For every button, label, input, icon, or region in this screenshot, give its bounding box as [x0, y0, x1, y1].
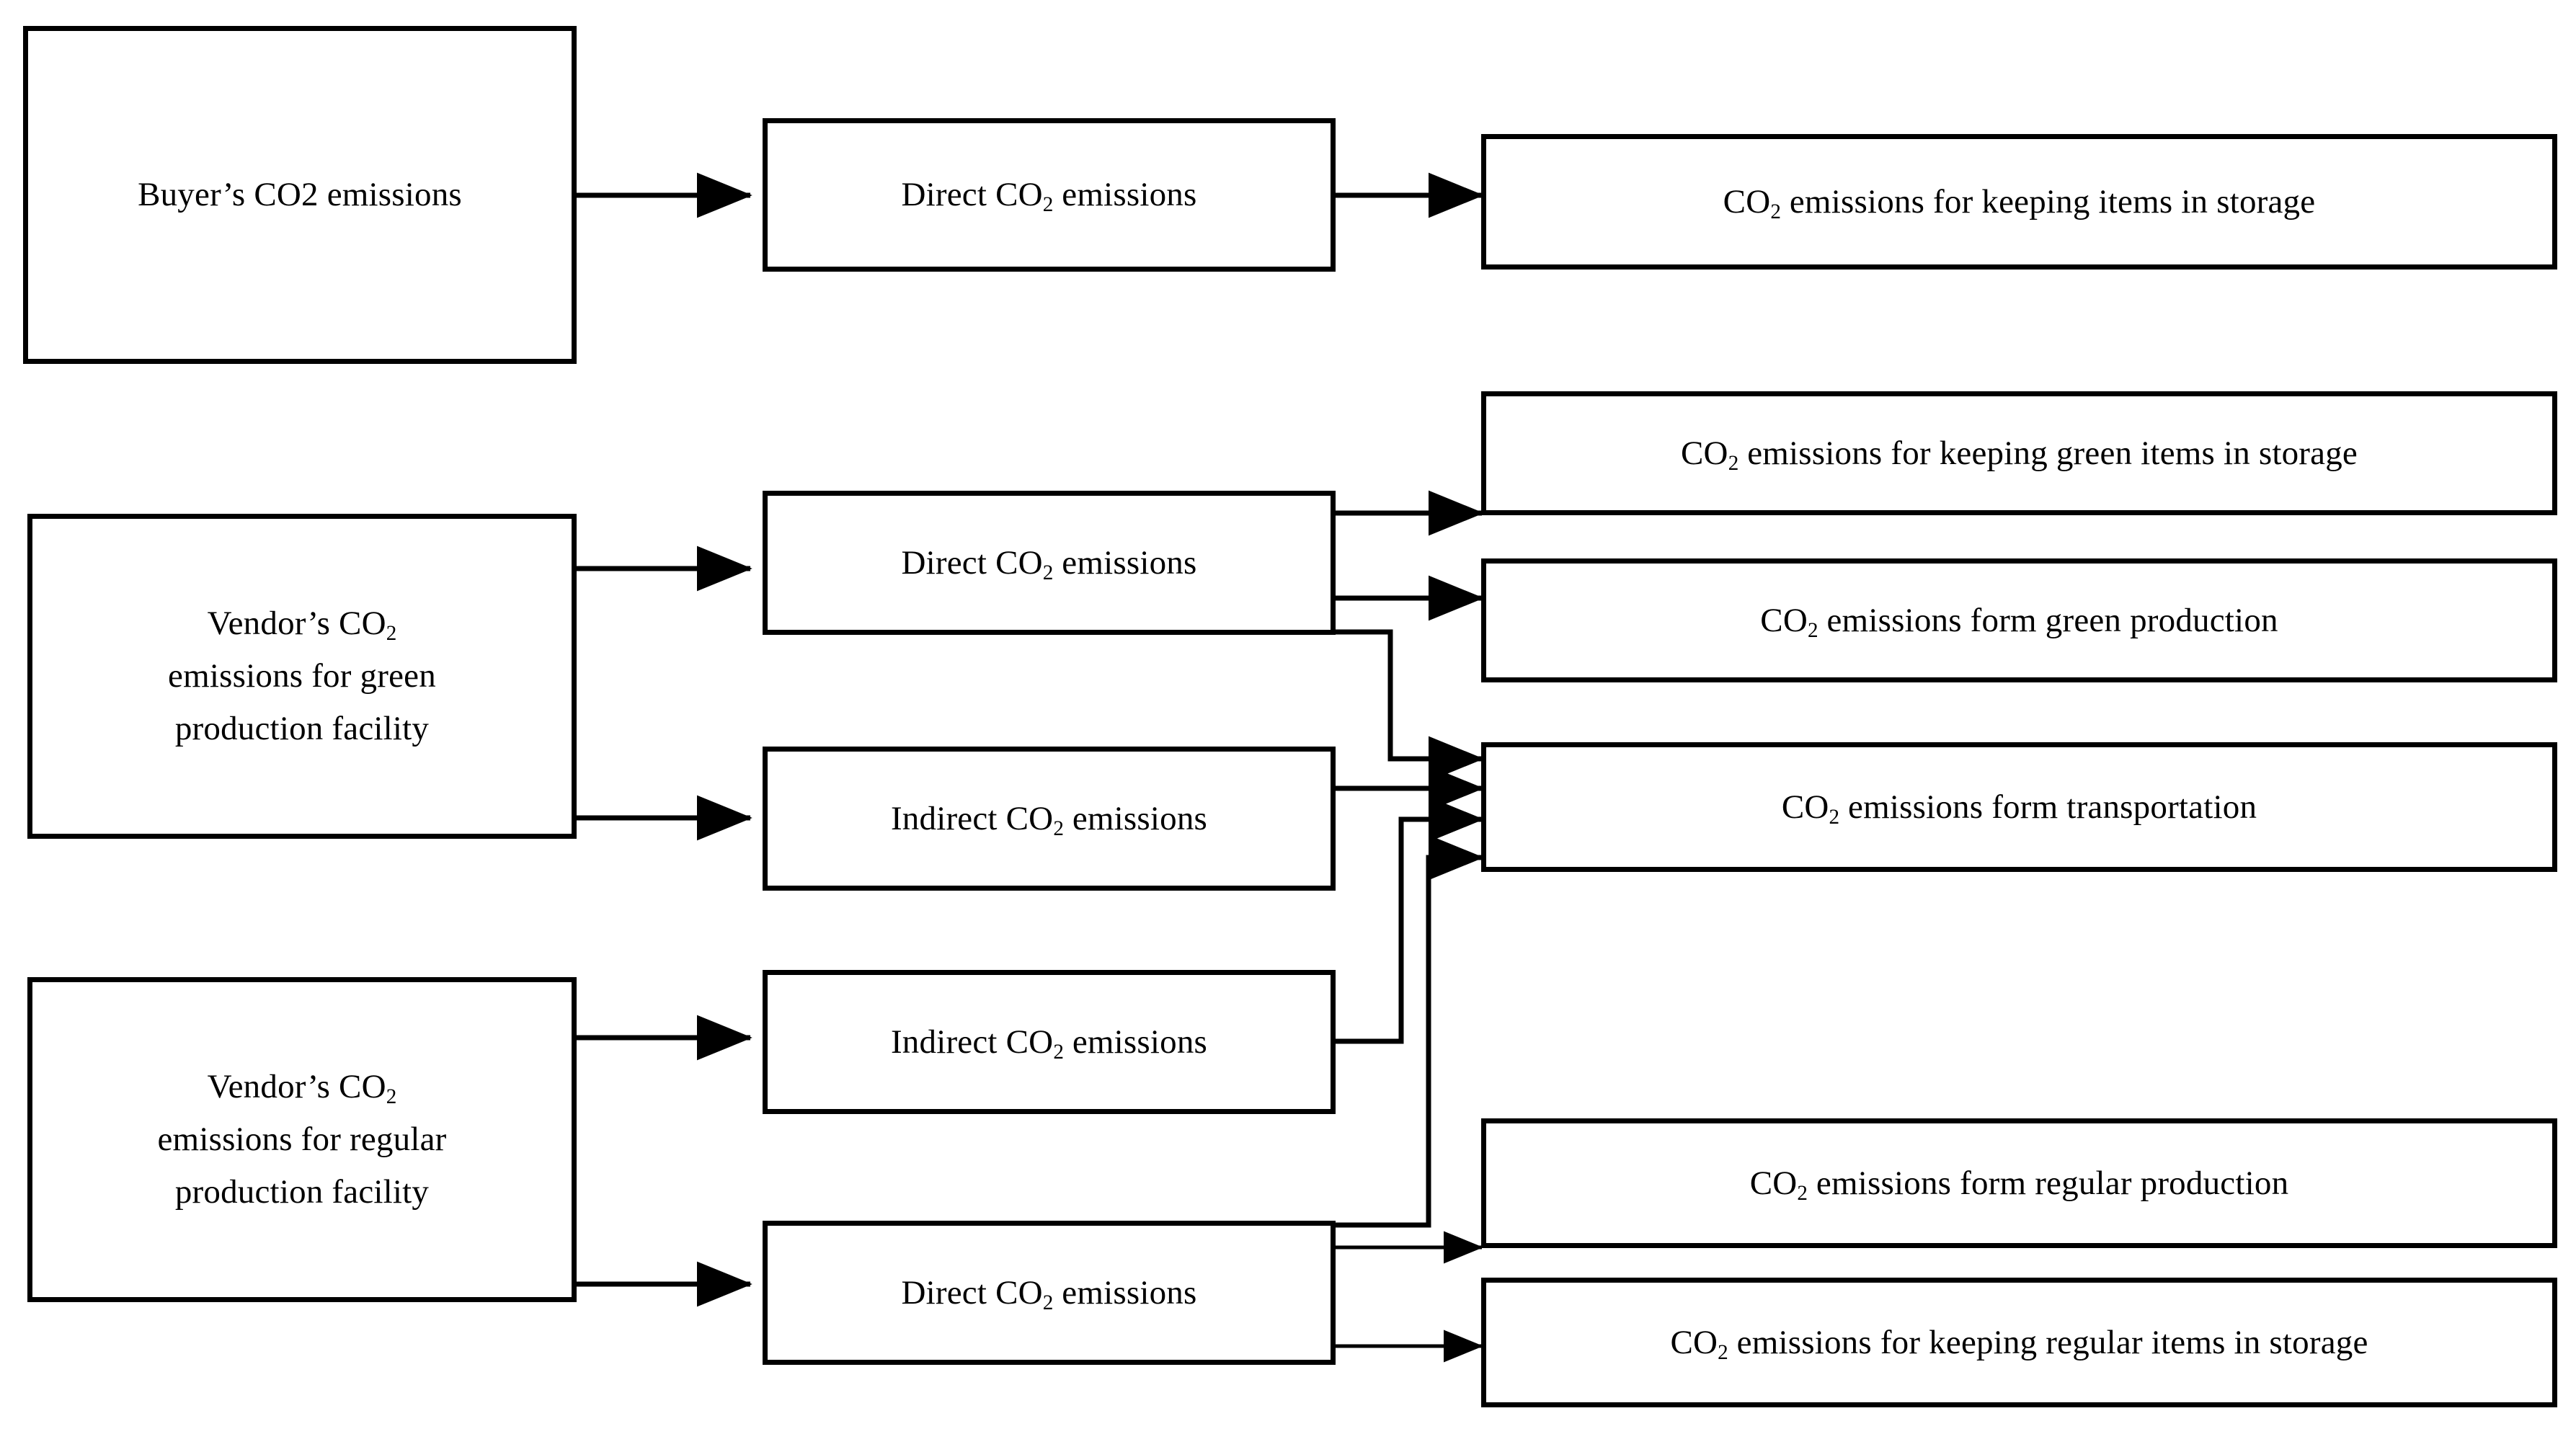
node-buyer-direct-label: Direct CO2 emissions [901, 176, 1197, 217]
node-green-direct[interactable]: Direct CO2 emissions [763, 491, 1336, 635]
node-transportation-label: CO2 emissions form transportation [1781, 788, 2257, 829]
edge-regular-indirect-to-transportation [1336, 796, 1484, 1044]
node-vendor-green-source-line3: production facility [174, 709, 430, 747]
edge-green-direct-to-transportation [1336, 629, 1484, 782]
node-buyer-storage[interactable]: CO2 emissions for keeping items in stora… [1481, 134, 2557, 270]
node-buyer-direct[interactable]: Direct CO2 emissions [763, 118, 1336, 272]
node-regular-direct[interactable]: Direct CO2 emissions [763, 1221, 1336, 1365]
node-vendor-regular-source-line1: Vendor’s CO2 [207, 1068, 397, 1109]
node-vendor-regular-source-label: Vendor’s CO2 emissions for regular produ… [139, 1061, 466, 1219]
node-buyer-storage-label: CO2 emissions for keeping items in stora… [1723, 182, 2316, 223]
edge-regular-direct-to-transportation [1336, 834, 1484, 1228]
node-green-storage[interactable]: CO2 emissions for keeping green items in… [1481, 391, 2557, 515]
node-regular-storage[interactable]: CO2 emissions for keeping regular items … [1481, 1278, 2557, 1407]
node-vendor-green-source-line2: emissions for green [168, 657, 436, 695]
node-transportation[interactable]: CO2 emissions form transportation [1481, 742, 2557, 872]
node-regular-production-label: CO2 emissions form regular production [1749, 1164, 2289, 1205]
node-green-indirect[interactable]: Indirect CO2 emissions [763, 747, 1336, 891]
node-green-indirect-label: Indirect CO2 emissions [890, 799, 1208, 840]
node-green-direct-label: Direct CO2 emissions [901, 543, 1197, 584]
node-vendor-regular-source-line2: emissions for regular [157, 1121, 447, 1159]
node-vendor-regular-source[interactable]: Vendor’s CO2 emissions for regular produ… [27, 977, 577, 1302]
node-regular-indirect-label: Indirect CO2 emissions [890, 1023, 1208, 1064]
node-vendor-green-source-line1: Vendor’s CO2 [207, 605, 397, 646]
node-vendor-green-source-label: Vendor’s CO2 emissions for green product… [149, 597, 455, 755]
node-green-production-label: CO2 emissions form green production [1760, 601, 2278, 642]
node-regular-direct-label: Direct CO2 emissions [901, 1273, 1197, 1314]
node-regular-production[interactable]: CO2 emissions form regular production [1481, 1118, 2557, 1248]
node-buyer-source-label: Buyer’s CO2 emissions [138, 176, 462, 214]
node-green-production[interactable]: CO2 emissions form green production [1481, 558, 2557, 682]
node-regular-indirect[interactable]: Indirect CO2 emissions [763, 970, 1336, 1114]
node-vendor-green-source[interactable]: Vendor’s CO2 emissions for green product… [27, 514, 577, 839]
node-vendor-regular-source-line3: production facility [174, 1172, 430, 1211]
node-regular-storage-label: CO2 emissions for keeping regular items … [1670, 1323, 2368, 1364]
node-buyer-source[interactable]: Buyer’s CO2 emissions [23, 26, 577, 364]
node-green-storage-label: CO2 emissions for keeping green items in… [1681, 434, 2358, 475]
